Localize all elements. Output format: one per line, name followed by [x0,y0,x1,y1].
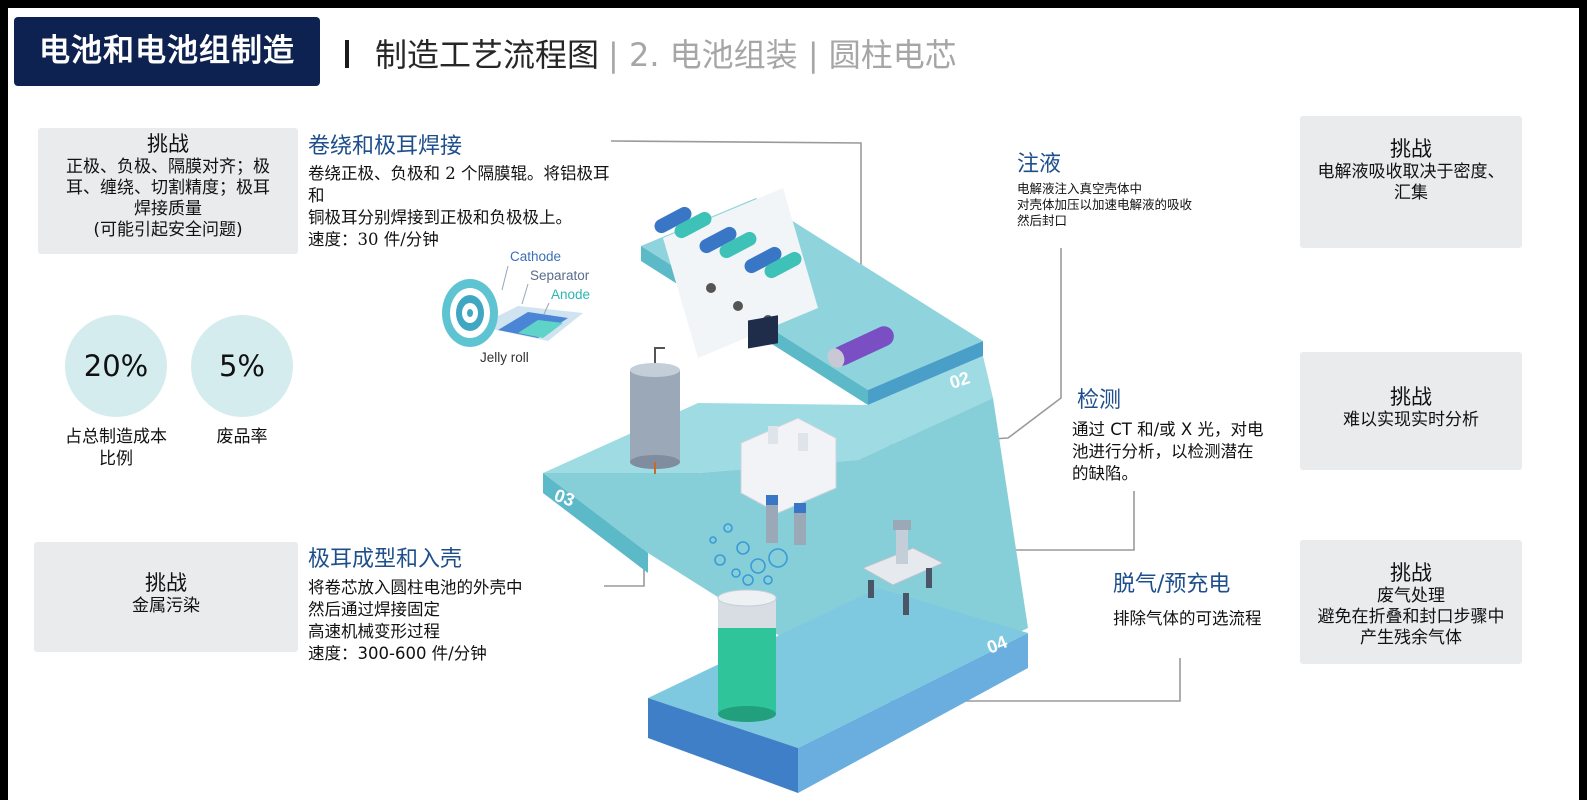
metric-scrap-rate: 5% [191,315,293,417]
winding-rollers-icon [654,188,818,358]
challenge-body: 正极、负极、隔膜对齐；极 耳、缠绕、切割精度；极耳 焊接质量 (可能引起安全问题… [66,157,270,240]
cell-can-icon [630,347,680,474]
jelly-label-leaders [501,265,550,315]
label-anode: Anode [551,287,590,302]
challenge-winding: 挑战 正极、负极、隔膜对齐；极 耳、缠绕、切割精度；极耳 焊接质量 (可能引起安… [38,128,298,254]
step-degassing-title: 脱气/预充电 [1113,572,1231,597]
battery-icon [717,589,777,722]
breadcrumb: | 2. 电池组装 | 圆柱电芯 [608,36,957,74]
step-inspection-body: 通过 CT 和/或 X 光，对电 池进行分析，以检测潜在 的缺陷。 [1072,420,1264,483]
challenge-body: 难以实现实时分析 [1343,410,1479,430]
connector-winding [610,140,862,290]
challenge-title: 挑战 [1390,137,1432,161]
bubbles-icon [709,523,788,586]
step-forming-title: 极耳成型和入壳 [308,547,463,572]
challenge-title: 挑战 [145,571,187,595]
metric-cost-share-label: 占总制造成本 比例 [65,427,167,469]
challenge-body: 废气处理 避免在折叠和封口步骤中 产生残余气体 [1317,586,1505,648]
challenge-title: 挑战 [147,132,189,156]
platform-lower [648,588,1028,793]
step-degassing-body: 排除气体的可选流程 [1113,609,1262,628]
challenge-body: 金属污染 [132,596,200,616]
slide: 电池和电池组制造 制造工艺流程图 | 2. 电池组装 | 圆柱电芯 [8,8,1579,800]
challenge-title: 挑战 [1390,385,1432,409]
challenge-title: 挑战 [1390,561,1432,585]
challenge-inspection: 挑战 难以实现实时分析 [1300,352,1522,470]
title-separator [345,40,349,68]
step-forming-body: 将卷芯放入圆柱电池的外壳中 然后通过焊接固定 高速机械变形过程 速度：300-6… [308,578,523,663]
jelly-roll-icon [442,279,583,347]
page-title: 电池和电池组制造 [14,17,320,86]
step-inspection-title: 检测 [1077,388,1122,413]
step-number-01: 01 [609,283,635,309]
label-jelly-roll: Jelly roll [480,350,529,365]
metric-cost-share: 20% [65,315,167,417]
rolled-cell-icon [827,326,894,368]
label-cathode: Cathode [510,249,561,264]
inspection-machine-icon [740,315,837,545]
step-winding-body: 卷绕正极、负极和 2 个隔膜辊。将铝极耳 和 铜极耳分别焊接到正极和负极极上。 … [308,164,610,249]
challenge-degassing: 挑战 废气处理 避免在折叠和封口步骤中 产生残余气体 [1300,540,1522,664]
process-illustration: 01 02 03 04 Cathode Separator Anode Jell… [442,140,1181,793]
challenge-forming: 挑战 金属污染 [34,542,298,652]
challenge-filling: 挑战 电解液吸收取决于密度、 汇集 [1300,116,1522,248]
metric-scrap-rate-label: 废品率 [216,427,268,447]
degassing-station-icon [861,520,945,615]
label-separator: Separator [530,268,590,283]
page-subtitle: 制造工艺流程图 [375,36,600,74]
step-filling-body: 电解液注入真空壳体中 对壳体加压以加速电解液的吸收 然后封口 [1017,181,1193,228]
challenge-body: 电解液吸收取决于密度、 汇集 [1317,162,1505,203]
step-winding-title: 卷绕和极耳焊接 [308,134,463,159]
step-filling-title: 注液 [1017,152,1062,177]
